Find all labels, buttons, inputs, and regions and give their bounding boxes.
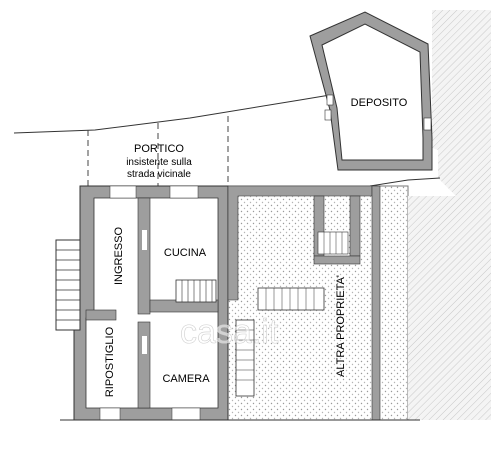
portico-note-line-2: strada vicinale xyxy=(127,169,191,180)
neighbor-hatch-area xyxy=(432,10,491,200)
portico-area xyxy=(87,116,229,186)
portico-label: PORTICO xyxy=(134,143,184,155)
boundary-line-2 xyxy=(369,177,441,187)
watermark-logo: casa.it xyxy=(180,313,279,351)
portico-note-line-1: insistente sulla xyxy=(126,157,192,168)
deposito-label: DEPOSITO xyxy=(351,97,408,109)
external-staircase xyxy=(55,239,81,331)
cucina-label: CUCINA xyxy=(164,247,207,259)
internal-staircase-camera xyxy=(235,319,255,397)
deposito-building xyxy=(309,11,433,171)
altra-proprieta-label: ALTRA PROPRIETA' xyxy=(335,275,347,377)
boundary-line xyxy=(13,94,331,134)
right-hatch-strip xyxy=(408,196,491,420)
internal-staircase-cucina xyxy=(175,279,217,303)
camera-label: CAMERA xyxy=(162,373,210,385)
house-walls xyxy=(73,185,229,421)
ingresso-label: INGRESSO xyxy=(113,227,125,286)
ripostiglio-label: RIPOSTIGLIO xyxy=(104,326,116,397)
